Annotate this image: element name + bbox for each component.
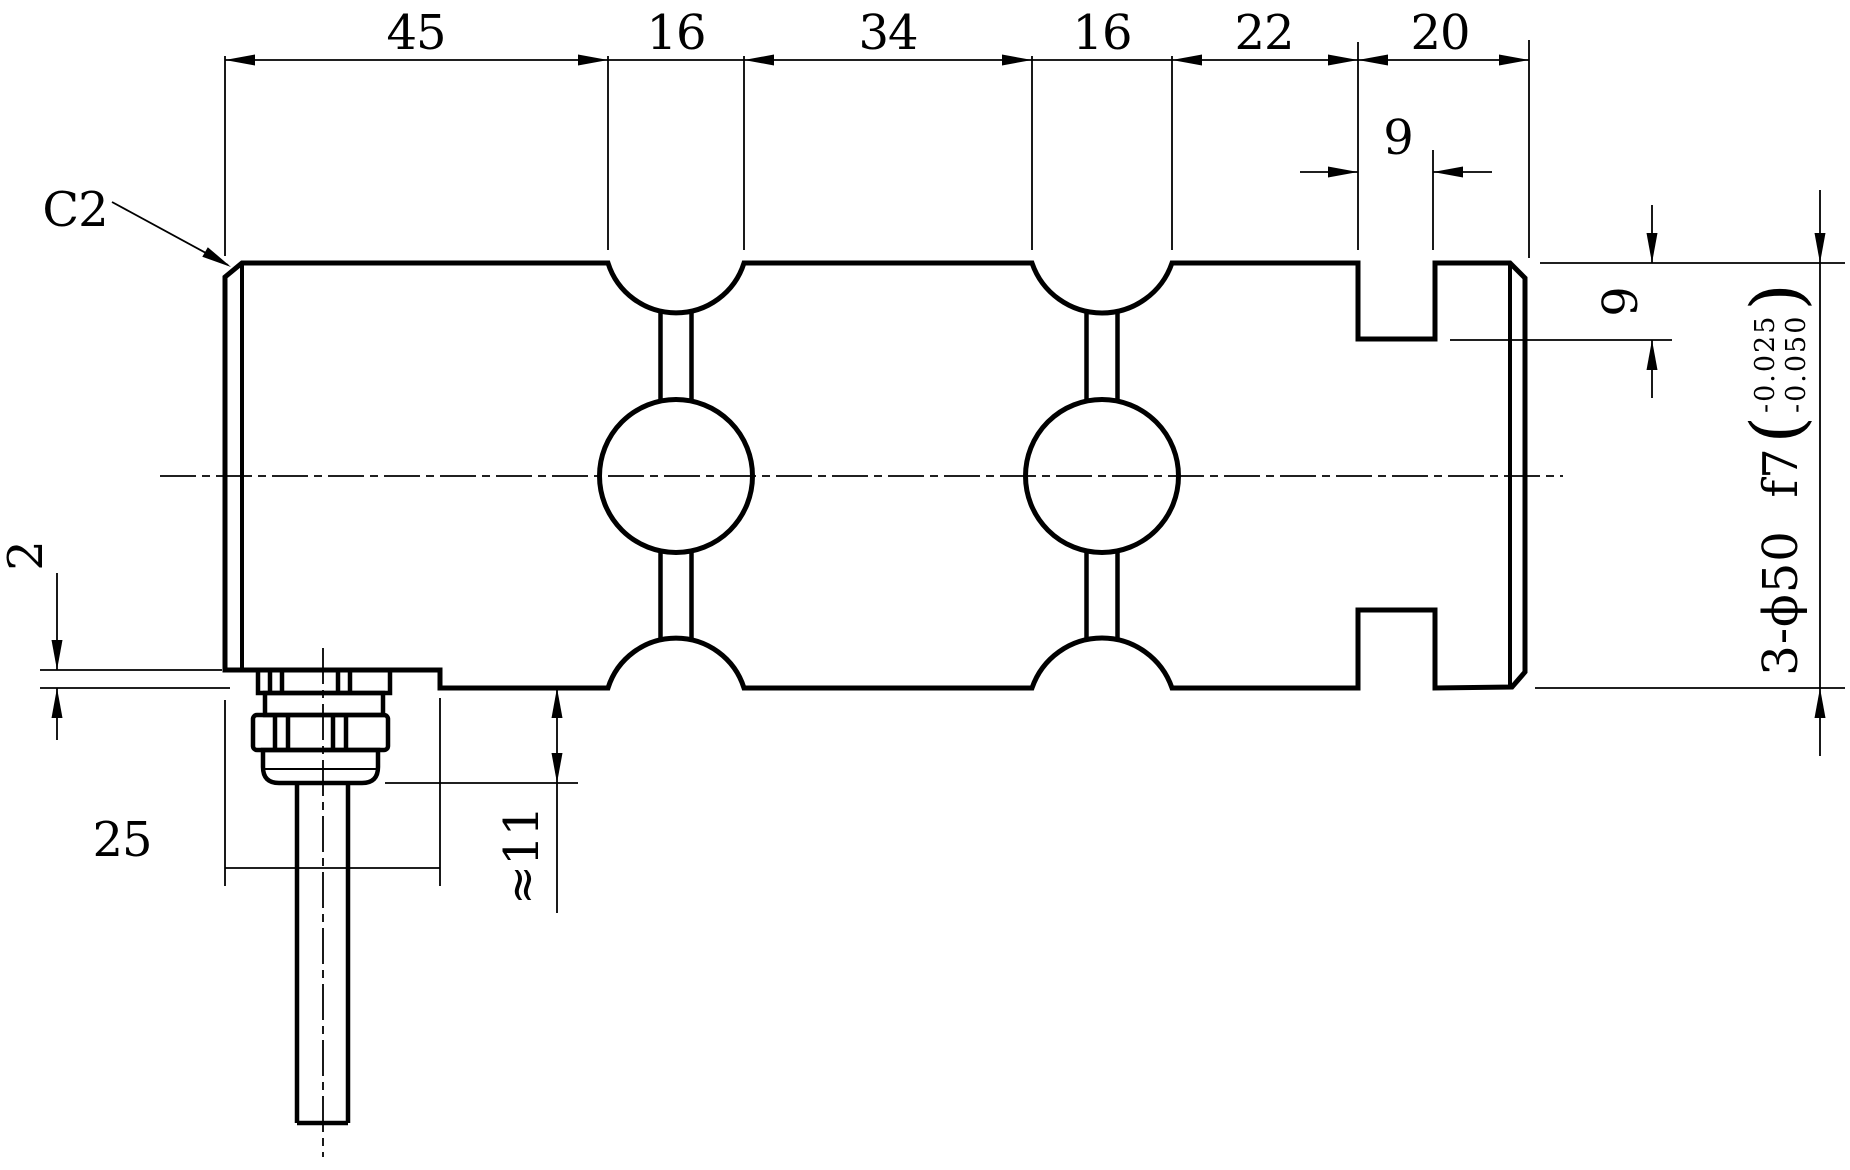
cable-offset-label: 25	[92, 812, 152, 868]
cable-gland	[250, 667, 393, 1126]
dim-22-label: 22	[1234, 5, 1294, 61]
slot-width-label: 9	[1383, 110, 1414, 166]
step-height-label: 2	[0, 541, 54, 571]
tolerance-paren-close: )	[1736, 284, 1818, 311]
dim-16-left-label: 16	[646, 5, 706, 61]
tolerance-paren-open: (	[1736, 417, 1818, 444]
body-outline	[222, 260, 1528, 691]
dim-20-label: 20	[1410, 5, 1470, 61]
tolerance-lower: -0.050	[1781, 314, 1812, 414]
gland-protrusion-label: ≈11	[494, 806, 550, 906]
dim-45-label: 45	[386, 5, 446, 61]
c2-leader-arrow	[202, 247, 231, 267]
dim-34-label: 34	[858, 5, 918, 61]
centerlines	[160, 475, 1563, 1157]
chamfer-label: C2	[42, 182, 108, 238]
tolerance-stack: -0.025 -0.050	[1750, 315, 1812, 413]
diameter-label: 3-ϕ50 f7	[1753, 447, 1809, 676]
arrowheads	[51, 54, 1826, 783]
tolerance-upper: -0.025	[1749, 314, 1781, 414]
dim-16-right-label: 16	[1072, 5, 1132, 61]
slot-depth-label: 9	[1593, 287, 1649, 317]
diameter-callout-row: 3-ϕ50 f7 ( -0.025 -0.050 )	[1736, 284, 1818, 676]
extension-lines	[40, 40, 1845, 886]
web-slot-lines	[658, 311, 1120, 640]
diameter-callout: 3-ϕ50 f7 ( -0.025 -0.050 )	[1654, 284, 1850, 675]
